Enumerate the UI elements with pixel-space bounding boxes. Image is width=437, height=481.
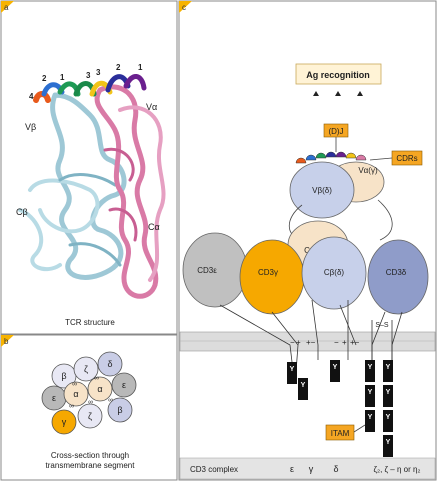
cd3-complex-bar bbox=[179, 457, 436, 480]
subunit-alpha-left bbox=[63, 381, 89, 407]
cdrs-label: CDRs bbox=[396, 154, 417, 163]
panel-c-letter: c bbox=[182, 3, 186, 12]
bottom-label-gamma: γ bbox=[309, 464, 314, 474]
panel-b-letter: b bbox=[4, 337, 9, 346]
panel-c: c Ag recognition (D)J CDRs Vα(γ) bbox=[178, 0, 437, 481]
svg-text:∞: ∞ bbox=[72, 381, 77, 388]
itam-y-10: Y bbox=[386, 439, 391, 446]
cb-label: Cβ(δ) bbox=[324, 268, 344, 277]
cd3d-label: CD3δ bbox=[386, 268, 407, 277]
loop-number-1-left: 1 bbox=[60, 73, 65, 82]
membrane bbox=[179, 331, 436, 352]
subunit-gamma bbox=[51, 409, 77, 435]
subunit-labels: β ζ δ ε α α ε γ ζ β bbox=[52, 359, 126, 427]
panel-c-badge bbox=[179, 1, 192, 13]
subunit-ring bbox=[41, 351, 137, 435]
loop-number-2-left: 2 bbox=[42, 74, 47, 83]
subunit-zeta-top bbox=[73, 356, 99, 382]
tcr-ribbon-structure bbox=[18, 74, 166, 299]
itam-y-8: Y bbox=[368, 414, 373, 421]
subunit-epsilon-right-label: ε bbox=[122, 380, 126, 390]
membrane-charges: − + +− − + +− bbox=[290, 338, 360, 347]
subunit-zeta-bottom-label: ζ bbox=[88, 411, 92, 421]
cb-domain bbox=[301, 236, 367, 310]
svg-text:∞: ∞ bbox=[69, 403, 74, 410]
bottom-label-epsilon: ε bbox=[290, 464, 294, 474]
svg-text:∞: ∞ bbox=[108, 397, 113, 404]
label-calpha: Cα bbox=[148, 222, 160, 232]
loop-number-3-right: 3 bbox=[96, 68, 101, 77]
loop-number-4: 4 bbox=[29, 92, 34, 101]
label-cbeta: Cβ bbox=[16, 207, 28, 217]
bottom-label-zeta: ζ₂, ζ – η or η₂ bbox=[373, 465, 420, 474]
panel-a: a 4 2 1 3 3 2 1 Vβ Vα Cβ C bbox=[0, 0, 178, 335]
itam-y-7: Y bbox=[386, 389, 391, 396]
subunit-epsilon-right bbox=[111, 372, 137, 398]
vb-label: Vβ(δ) bbox=[312, 186, 332, 195]
subunit-delta bbox=[97, 351, 123, 377]
itam-y-9: Y bbox=[386, 414, 391, 421]
itam-y-5: Y bbox=[386, 364, 391, 371]
itam-y-4: Y bbox=[368, 364, 373, 371]
charge-cd3e: − bbox=[290, 338, 295, 347]
ag-arrows bbox=[313, 91, 363, 96]
label-vbeta: Vβ bbox=[25, 122, 36, 132]
loop-number-3-left: 3 bbox=[86, 71, 91, 80]
itam-y-6: Y bbox=[368, 389, 373, 396]
subunit-gamma-label: γ bbox=[62, 417, 67, 427]
panel-a-caption: TCR structure bbox=[65, 318, 115, 327]
itam-box bbox=[325, 424, 355, 441]
panel-a-badge bbox=[1, 1, 14, 13]
panel-b-caption-line2: transmembrane segment bbox=[46, 461, 136, 470]
cd3d-domain bbox=[367, 239, 429, 315]
subunit-delta-label: δ bbox=[107, 359, 112, 369]
subunit-epsilon-left-label: ε bbox=[52, 393, 56, 403]
cdr-loops bbox=[295, 151, 367, 164]
cdr-loop-1-right bbox=[123, 74, 147, 91]
dj-label: (D)J bbox=[328, 127, 343, 136]
ag-recognition-box bbox=[295, 63, 382, 85]
charge-marks: ∞ ∞ ∞ ∞ ∞ bbox=[69, 375, 113, 410]
itam-label: ITAM bbox=[331, 429, 350, 438]
label-valpha: Vα bbox=[146, 102, 157, 112]
ag-recognition-label: Ag recognition bbox=[306, 70, 370, 80]
charge-tcr: +− bbox=[350, 338, 360, 347]
subunit-zeta-bottom bbox=[77, 403, 103, 429]
panel-a-letter: a bbox=[4, 3, 9, 12]
itam-y-3: Y bbox=[333, 364, 338, 371]
loop-number-2-right: 2 bbox=[116, 63, 121, 72]
subunit-alpha-right bbox=[87, 376, 113, 402]
bottom-label-delta: δ bbox=[333, 464, 338, 474]
panel-b: b β ζ δ ε α α ε γ ζ β ∞ ∞ ∞ ∞ bbox=[0, 334, 178, 481]
transmembrane-stalks bbox=[219, 299, 403, 373]
loop-number-1-right: 1 bbox=[138, 63, 143, 72]
subunit-zeta-top-label: ζ bbox=[84, 364, 88, 374]
charge-cd3d-bond: + bbox=[342, 338, 347, 347]
subunit-beta-top-label: β bbox=[61, 371, 66, 381]
svg-text:∞: ∞ bbox=[88, 399, 93, 406]
charge-cb: +− bbox=[306, 338, 316, 347]
cd3e-label: CD3ε bbox=[197, 266, 217, 275]
cd3g-domain bbox=[239, 239, 305, 315]
panel-b-caption-line1: Cross-section through bbox=[51, 451, 129, 460]
vb-domain bbox=[289, 161, 355, 219]
zeta-disulfide: S–S bbox=[375, 322, 389, 329]
itam-y-2: Y bbox=[301, 382, 306, 389]
subunit-beta-right bbox=[107, 397, 133, 423]
svg-text:∞: ∞ bbox=[94, 375, 99, 382]
itam-boxes bbox=[287, 360, 393, 457]
subunit-alpha-left-label: α bbox=[73, 389, 78, 399]
itam-y-labels: Y Y Y Y Y Y Y Y Y Y bbox=[290, 364, 391, 446]
subunit-alpha-right-label: α bbox=[97, 384, 102, 394]
panel-b-badge bbox=[1, 335, 14, 347]
cd3-complex-label: CD3 complex bbox=[190, 465, 238, 474]
itam-y-1: Y bbox=[290, 366, 295, 373]
charge-cd3g: + bbox=[296, 338, 301, 347]
subunit-beta-right-label: β bbox=[117, 405, 122, 415]
charge-ca: − bbox=[334, 338, 339, 347]
cd3g-label: CD3γ bbox=[258, 268, 278, 277]
va-label: Vα(γ) bbox=[358, 166, 378, 175]
